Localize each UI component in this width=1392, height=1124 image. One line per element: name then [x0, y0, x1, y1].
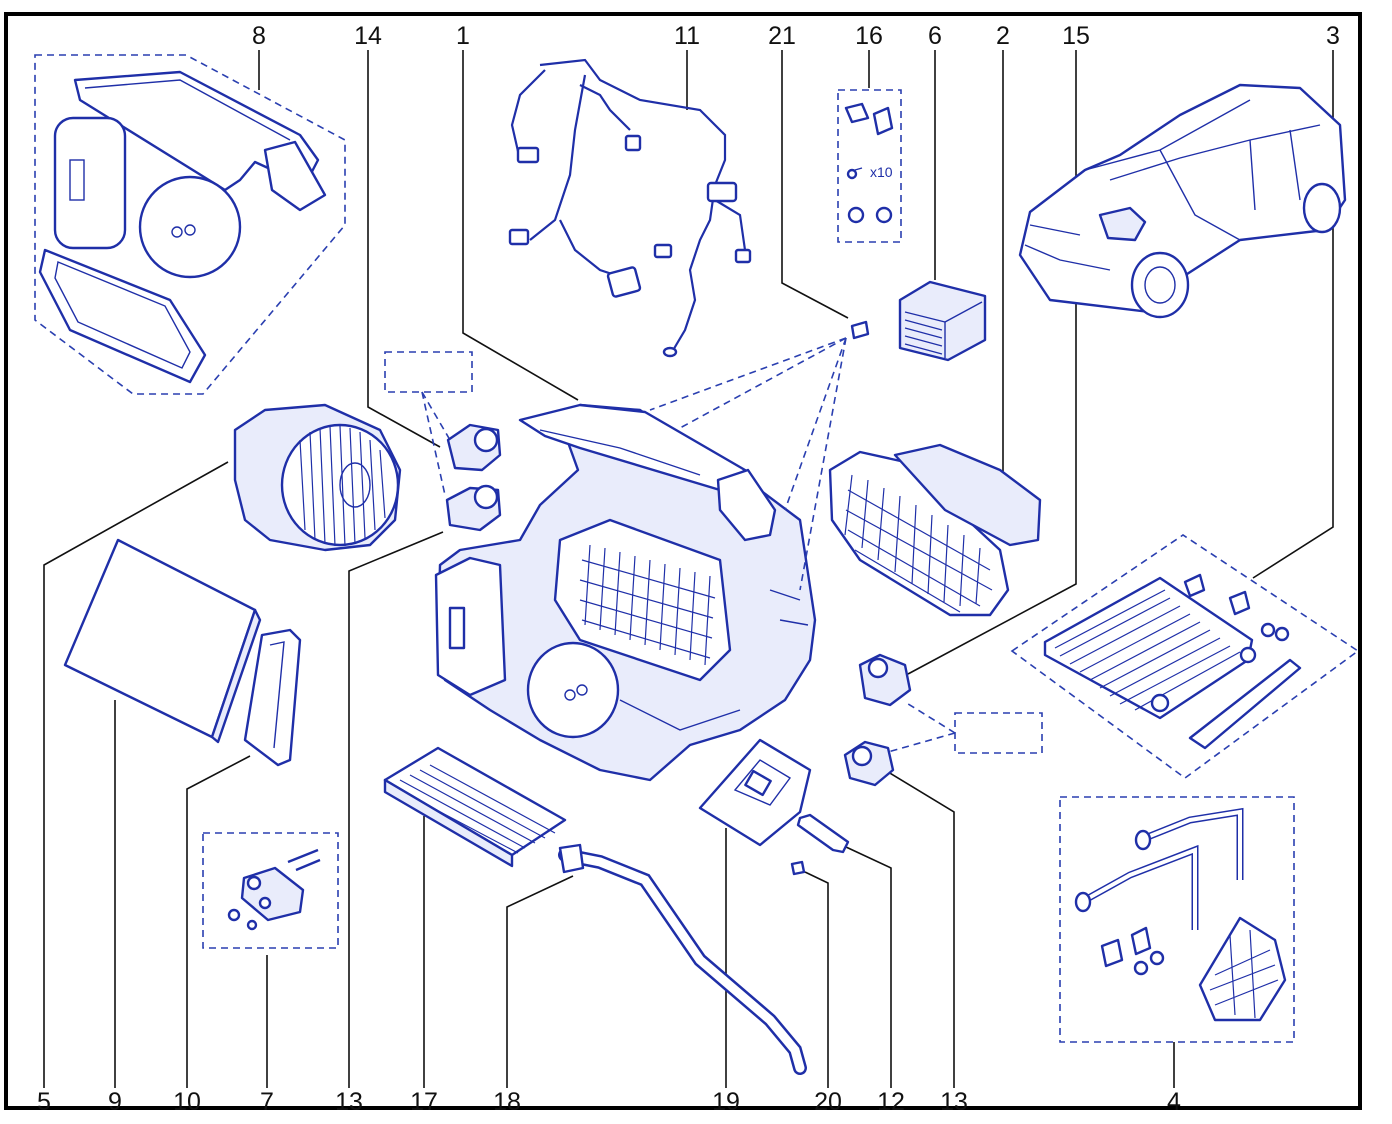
callout-5: 5 [37, 1088, 51, 1116]
callout-12: 12 [877, 1088, 905, 1116]
callout-17: 17 [410, 1088, 438, 1116]
part-1-hvac-unit [434, 403, 817, 782]
part-20-screw [790, 860, 806, 876]
clip-kit-quantity: x10 [870, 164, 893, 180]
part-15-actuator [858, 653, 912, 707]
part-6-blower-resistor [898, 280, 987, 362]
callout-13: 13 [335, 1088, 363, 1116]
callout-2: 2 [996, 22, 1010, 50]
callout-4: 4 [1167, 1088, 1181, 1116]
part-13-actuator [445, 484, 502, 532]
vehicle-illustration [1018, 83, 1347, 319]
part-2-evaporator-assembly [828, 443, 1042, 617]
part-11-wiring-harness [508, 58, 752, 358]
callout-15: 15 [1062, 22, 1090, 50]
part-14-actuator [446, 423, 502, 472]
callout-18: 18 [493, 1088, 521, 1116]
callout-8: 8 [252, 22, 266, 50]
part-21-screw [850, 320, 870, 340]
part-12-sensor [796, 813, 850, 854]
callout-3: 3 [1326, 22, 1340, 50]
callout-11: 11 [674, 22, 700, 50]
callout-6: 6 [928, 22, 942, 50]
part-5-blower-motor [233, 403, 402, 552]
reference-boxes [384, 351, 1043, 754]
part-3-heater-core-kit [1010, 534, 1360, 779]
callout-13b: 13 [940, 1088, 968, 1116]
callouts-top: 8 14 1 11 21 16 6 2 15 3 [252, 22, 1340, 50]
part-13b-actuator [843, 740, 895, 787]
part-10-bracket [243, 628, 302, 767]
callout-20: 20 [814, 1088, 842, 1116]
callout-21: 21 [768, 22, 796, 50]
callouts-bottom: 5 9 10 7 13 17 18 19 20 12 13 4 [37, 1088, 1181, 1116]
callout-1: 1 [456, 22, 470, 50]
screw-locations [649, 337, 847, 591]
part-9-cabin-filter [63, 538, 262, 744]
part-19-control-module [698, 738, 812, 847]
part-8-seal-kit [34, 54, 346, 395]
part-4-pipe-kit [1059, 796, 1295, 1043]
part-17-ptc-heater [383, 746, 567, 868]
callout-14: 14 [354, 22, 382, 50]
part-18-drain-pipe [558, 843, 807, 1075]
part-7-expansion-valve [202, 832, 339, 949]
callout-10: 10 [173, 1088, 201, 1116]
callout-7: 7 [260, 1088, 274, 1116]
callout-19: 19 [712, 1088, 740, 1116]
callout-16: 16 [855, 22, 883, 50]
part-16-clip-kit: x10 [837, 89, 902, 243]
callout-9: 9 [108, 1088, 122, 1116]
